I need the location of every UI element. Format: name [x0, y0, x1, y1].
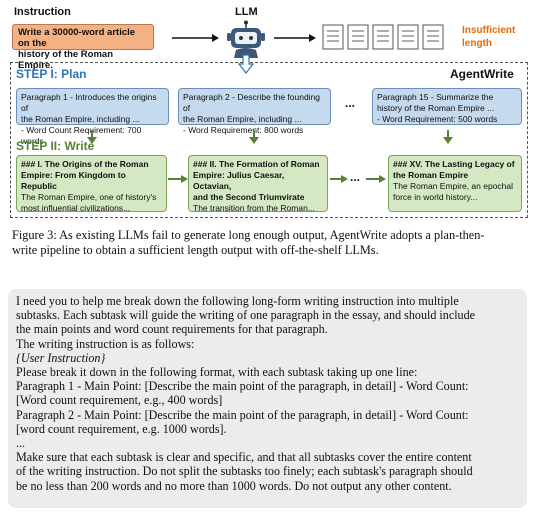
prompt-line: the main points and word count requireme… [16, 322, 328, 337]
plan-box-line: the Roman Empire, including ... [21, 114, 140, 124]
prompt-line: [Word count requirement, e.g., 400 words… [16, 393, 223, 408]
figure-caption: Figure 3: As existing LLMs fail to gener… [12, 228, 526, 258]
plan-box-line: Paragraph 1 - Introduces the origins of [21, 92, 157, 113]
step-plan-label: STEP I: Plan [16, 67, 87, 81]
write-box-text: most influential civilizations... [21, 203, 131, 213]
write-box-heading: the Roman Empire [393, 170, 469, 180]
arrow-down-icon [87, 130, 97, 144]
plan-box-line: - Word Requirement: 800 words [183, 125, 304, 135]
write-box: ### I. The Origins of the Roman Empire: … [16, 155, 167, 213]
llm-title: LLM [235, 6, 258, 18]
prompt-line: Please break it down in the following fo… [16, 365, 418, 380]
arrow-right-icon [168, 175, 188, 183]
short-output-documents-icon [322, 24, 444, 50]
prompt-box: I need you to help me break down the fol… [8, 289, 527, 508]
write-box-text: The transition from the Roman... [193, 203, 315, 213]
write-box-heading: ### XV. The Lasting Legacy of [393, 159, 515, 169]
plan-ellipsis: ... [345, 96, 356, 110]
write-box: ### XV. The Lasting Legacy of the Roman … [388, 155, 522, 212]
prompt-placeholder: {User Instruction} [16, 350, 106, 365]
robot-icon [227, 20, 265, 58]
plan-box: Paragraph 15 - Summarize the history of … [372, 88, 522, 125]
arrow-right-icon [172, 34, 219, 42]
prompt-line: subtasks. Each subtask will guide the wr… [16, 308, 476, 323]
caption-line: Figure 3: As existing LLMs fail to gener… [12, 228, 485, 242]
write-box-heading: Empire: Julius Caesar, Octavian, [193, 170, 285, 191]
prompt-line: ... [16, 436, 26, 451]
arrow-right-icon [274, 34, 316, 42]
prompt-line: be no less than 200 words and no more th… [16, 478, 452, 493]
caption-line: write pipeline to obtain a sufficient le… [12, 243, 379, 257]
instruction-box: Write a 30000-word article on the histor… [12, 24, 154, 71]
write-box-text: force in world history... [393, 192, 478, 202]
write-box-heading: ### II. The Formation of Roman [193, 159, 320, 169]
step-write-label: STEP II: Write [16, 139, 95, 153]
prompt-line: Make sure that each subtask is clear and… [16, 450, 472, 465]
prompt-line: I need you to help me break down the fol… [16, 294, 459, 308]
instruction-title: Instruction [14, 6, 71, 18]
agentwrite-frame [10, 62, 528, 218]
agentwrite-label: AgentWrite [450, 67, 514, 81]
write-ellipsis: ... [350, 170, 361, 184]
plan-box-line: Paragraph 15 - Summarize the [377, 92, 494, 102]
prompt-line: of the writing instruction. Do not split… [16, 464, 473, 479]
plan-box: Paragraph 1 - Introduces the origins of … [16, 88, 169, 146]
plan-box-line: the Roman Empire, including ... [183, 114, 302, 124]
plan-box-line: - Word Count Requirement: 700 words [21, 125, 142, 146]
instruction-text-line: Write a 30000-word article on the [18, 27, 136, 49]
plan-box-line: history of the Roman Empire ... [377, 103, 495, 113]
write-box-heading: Empire: From Kingdom to Republic [21, 170, 126, 191]
write-box-heading: ### I. The Origins of the Roman [21, 159, 149, 169]
write-box-heading: and the Second Triumvirate [193, 192, 305, 202]
instruction-text-line: history of the Roman Empire. [18, 49, 114, 71]
write-box-text: The Roman Empire, an epochal [393, 181, 514, 191]
arrow-right-icon [366, 175, 386, 183]
write-box: ### II. The Formation of Roman Empire: J… [188, 155, 328, 213]
plan-box-line: Paragraph 2 - Describe the founding of [183, 92, 321, 113]
arrow-down-icon [443, 130, 453, 144]
hollow-down-arrow-icon [238, 54, 254, 74]
prompt-line: Paragraph 1 - Main Point: [Describe the … [16, 379, 469, 394]
prompt-line: The writing instruction is as follows: [16, 336, 195, 351]
prompt-line: [word count requirement, e.g. 1000 words… [16, 421, 227, 436]
insufficient-line: length [462, 38, 492, 49]
plan-box: Paragraph 2 - Describe the founding of t… [178, 88, 331, 135]
write-box-text: The Roman Empire, one of history's [21, 192, 157, 202]
insufficient-length-label: Insufficient length [462, 24, 515, 50]
arrow-down-icon [249, 130, 259, 144]
arrow-right-icon [330, 175, 348, 183]
prompt-line: Paragraph 2 - Main Point: [Describe the … [16, 407, 469, 422]
plan-box-line: - Word Requirement: 500 words [377, 114, 498, 124]
insufficient-line: Insufficient [462, 25, 516, 36]
